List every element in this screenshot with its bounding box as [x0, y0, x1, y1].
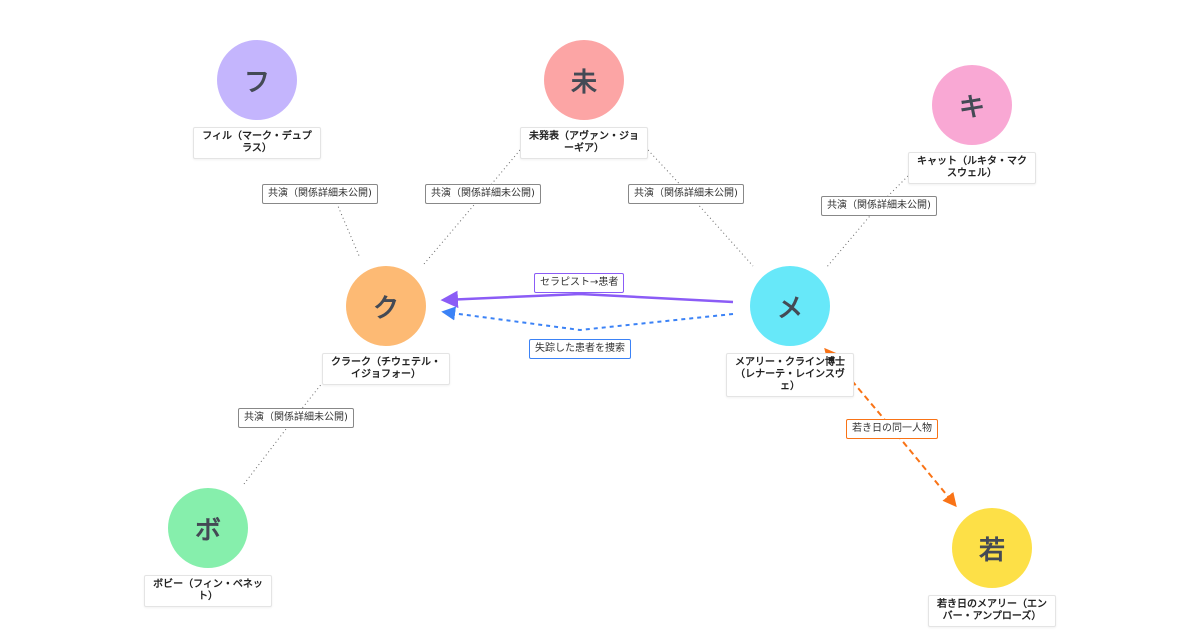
edge-line-unk-mary: [647, 149, 754, 267]
node-label-kat: キャット（ルキタ・マクスウェル）: [908, 152, 1036, 184]
edge-label: 共演（関係詳細未公開): [821, 196, 937, 216]
edge-label: 若き日の同一人物: [846, 419, 938, 439]
edge-label: 共演（関係詳細未公開): [262, 184, 378, 204]
edge-line-kat-mary: [825, 175, 909, 269]
edge-line-clark-bobby: [243, 381, 324, 485]
edge-line-mary-clark: [440, 290, 734, 309]
edge-label: 共演（関係詳細未公開): [238, 408, 354, 428]
node-label-young: 若き日のメアリー（エンバー・アンプローズ）: [928, 595, 1056, 627]
node-label-mary: メアリー・クライン博士（レナーテ・レインスヴェ）: [726, 353, 854, 397]
node-clark[interactable]: ク: [346, 266, 426, 346]
edge-line-mary-clark: [441, 306, 734, 332]
node-label-unk: 未発表（アヴァン・ジョーギア）: [520, 127, 648, 159]
node-phil[interactable]: フ: [217, 40, 297, 120]
edge-label: 共演（関係詳細未公開): [425, 184, 541, 204]
node-mary[interactable]: メ: [750, 266, 830, 346]
edge-label: セラピスト→患者: [534, 273, 625, 293]
node-young[interactable]: 若: [952, 508, 1032, 588]
node-bobby[interactable]: ボ: [168, 488, 248, 568]
node-unk[interactable]: 未: [544, 40, 624, 120]
edge-line-unk-clark: [423, 149, 521, 265]
node-kat[interactable]: キ: [932, 65, 1012, 145]
node-label-bobby: ボビー（フィン・ベネット）: [144, 575, 272, 607]
node-label-clark: クラーク（チウェテル・イジョフォー）: [322, 353, 450, 385]
node-label-phil: フィル（マーク・デュプラス）: [193, 127, 321, 159]
edge-label: 失踪した患者を捜索: [529, 339, 631, 359]
edge-label: 共演（関係詳細未公開): [628, 184, 744, 204]
